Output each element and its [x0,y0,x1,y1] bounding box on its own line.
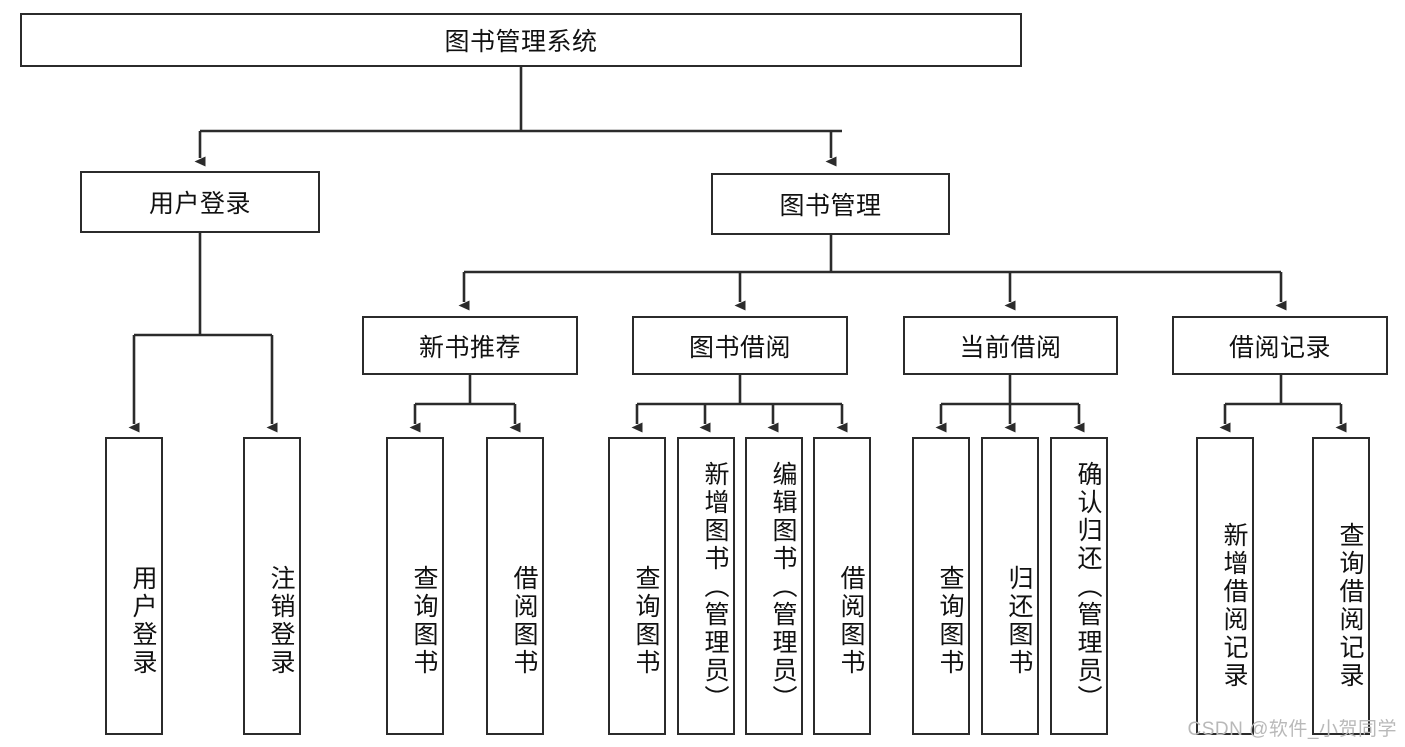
leaf-confirm-return[interactable]: 确认归还（管理员） [1050,437,1108,735]
node-label: 确认归还（管理员） [1074,461,1102,713]
node-label: 图书管理系统 [444,28,598,56]
leaf-add-book[interactable]: 新增图书（管理员） [677,437,735,735]
node-user-login[interactable]: 用户登录 [80,171,320,233]
leaf-borrow-book-2[interactable]: 借阅图书 [813,437,871,735]
node-label: 归还图书 [1005,565,1033,677]
node-label: 查询借阅记录 [1336,522,1364,690]
leaf-logout-login[interactable]: 注销登录 [243,437,301,735]
leaf-query-book-3[interactable]: 查询图书 [912,437,970,735]
node-current-borrow[interactable]: 当前借阅 [903,316,1118,375]
leaf-query-book-2[interactable]: 查询图书 [608,437,666,735]
node-book-management-system[interactable]: 图书管理系统 [20,13,1022,67]
leaf-edit-book[interactable]: 编辑图书（管理员） [745,437,803,735]
node-label: 图书借阅 [688,333,791,362]
leaf-return-book[interactable]: 归还图书 [981,437,1039,735]
node-label: 查询图书 [410,565,438,677]
node-label: 查询图书 [936,565,964,677]
node-label: 用户登录 [129,565,157,677]
node-label: 用户登录 [148,190,251,218]
watermark-text: CSDN @软件_小贺同学 [1187,719,1397,740]
leaf-user-login[interactable]: 用户登录 [105,437,163,735]
node-book-borrow[interactable]: 图书借阅 [632,316,848,375]
node-label: 借阅图书 [510,565,538,677]
node-label: 新书推荐 [418,333,521,362]
leaf-query-record[interactable]: 查询借阅记录 [1312,437,1370,735]
node-borrow-record[interactable]: 借阅记录 [1172,316,1388,375]
node-label: 新增借阅记录 [1220,522,1248,690]
leaf-query-book-1[interactable]: 查询图书 [386,437,444,735]
node-new-book-recommend[interactable]: 新书推荐 [362,316,578,375]
node-label: 借阅记录 [1228,333,1331,362]
leaf-add-record[interactable]: 新增借阅记录 [1196,437,1254,735]
node-label: 查询图书 [632,565,660,677]
node-label: 借阅图书 [837,565,865,677]
node-label: 当前借阅 [959,333,1062,362]
node-label: 图书管理 [779,192,882,220]
node-label: 注销登录 [267,565,295,677]
node-label: 编辑图书（管理员） [769,461,797,713]
node-book-manage[interactable]: 图书管理 [711,173,950,235]
node-label: 新增图书（管理员） [701,461,729,713]
leaf-borrow-book-1[interactable]: 借阅图书 [486,437,544,735]
